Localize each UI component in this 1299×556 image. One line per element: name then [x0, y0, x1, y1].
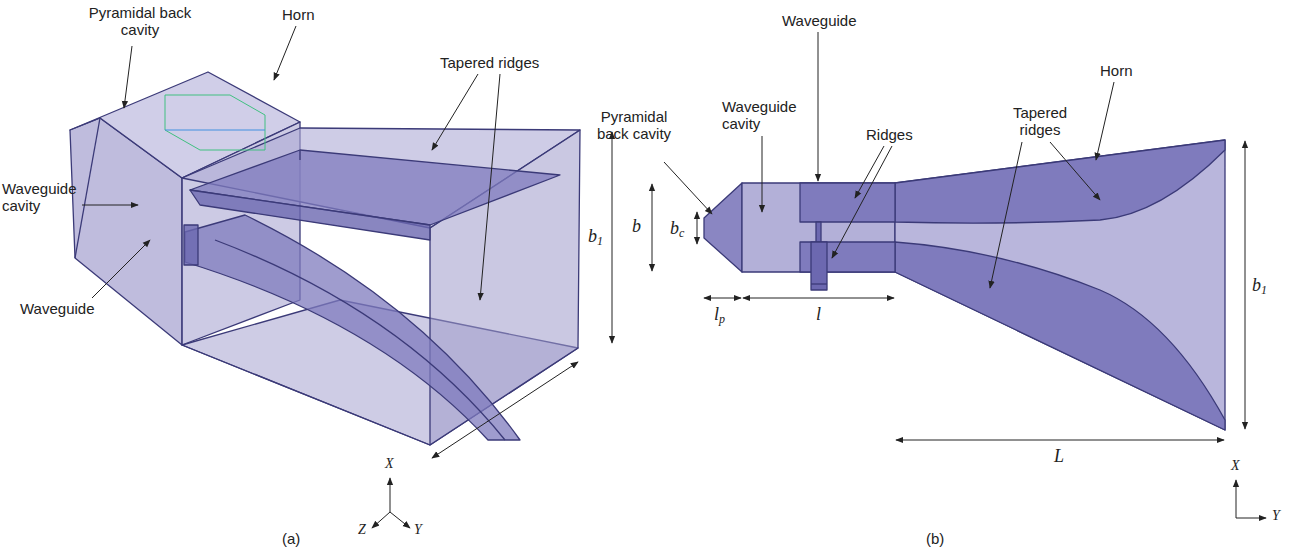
panel-label: (b) — [926, 530, 944, 547]
part-label: Ridges — [866, 126, 913, 143]
axis-label: X — [385, 456, 394, 472]
axis-label: X — [1231, 458, 1240, 474]
part-label: Horn — [1100, 62, 1133, 79]
axis-label: Z — [358, 522, 366, 538]
dimension-label: l — [816, 304, 821, 325]
axis-label: Y — [1272, 508, 1280, 524]
part-label: Pyramidal back cavity — [80, 4, 200, 39]
part-label: Horn — [282, 6, 315, 23]
part-label: Tapered ridges — [1000, 104, 1080, 139]
leader-lines — [652, 32, 1266, 518]
dimension-label: b — [632, 216, 641, 237]
part-label: Pyramidal back cavity — [596, 108, 672, 143]
axis-label: Y — [414, 522, 422, 538]
dimension-label: bc — [670, 218, 684, 239]
dimension-label: L — [1054, 446, 1064, 467]
panel-label: (a) — [282, 530, 300, 547]
part-label: Waveguide cavity — [2, 180, 82, 215]
antenna-3d-view — [70, 72, 580, 445]
dimension-label: lp — [714, 304, 725, 325]
part-label: Waveguide — [782, 12, 857, 29]
part-label: Tapered ridges — [440, 54, 539, 71]
part-label: Waveguide cavity — [722, 98, 802, 133]
antenna-side-view — [704, 140, 1225, 430]
part-label: Waveguide — [20, 300, 95, 317]
leader-lines — [82, 26, 612, 528]
dimension-label: b1 — [1252, 275, 1267, 296]
dimension-label: b1 — [588, 226, 603, 247]
